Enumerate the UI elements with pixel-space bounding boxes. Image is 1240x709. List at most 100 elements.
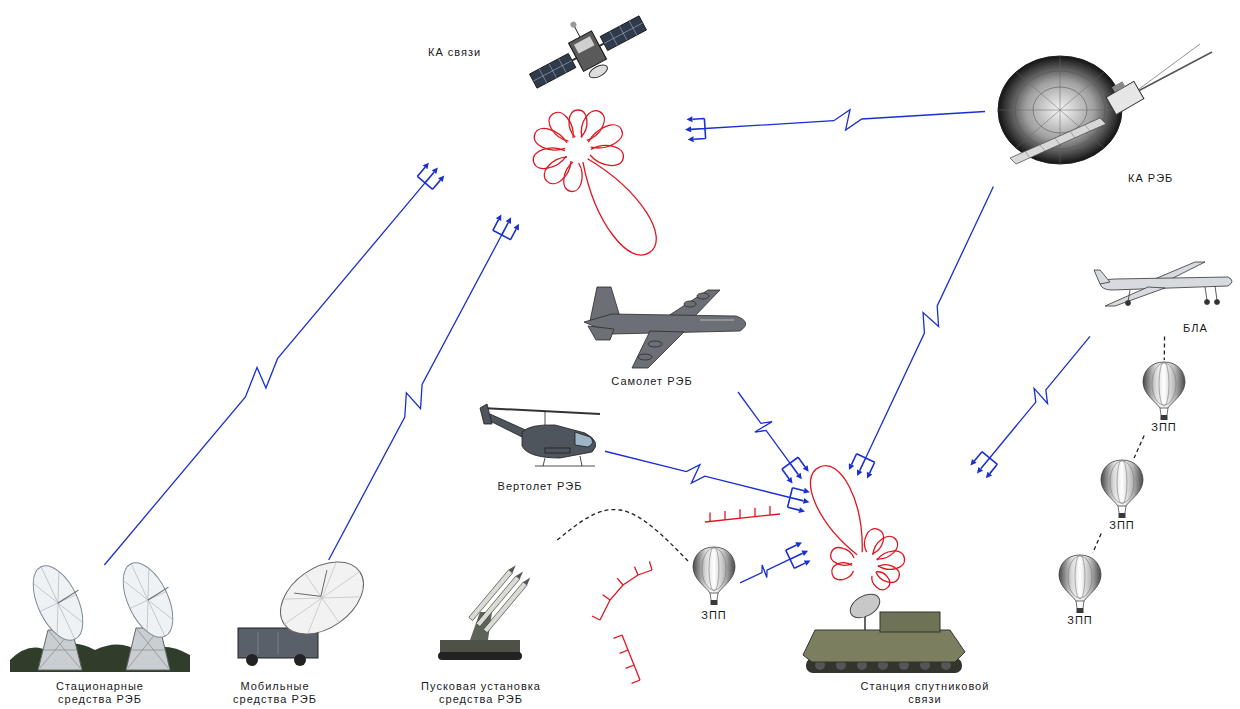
spill-lobes [592,506,780,683]
radiation-pattern [531,107,906,593]
ew-aircraft [632,331,684,368]
uav [1105,287,1165,306]
comm-satellite [587,62,609,80]
stationary-ew-node: Стационарные средства РЭБ [5,565,195,707]
radiation-lobe [569,149,667,264]
uav [1215,300,1220,305]
tether-line [1093,534,1101,554]
uav [1126,301,1131,306]
ew-aircraft [700,320,734,321]
node-label: КА связи [428,46,481,59]
ew-satellite [998,56,1122,164]
spill-lobes [614,635,640,683]
radiation-lobe [876,549,906,571]
node-label: Вертолет РЭБ [480,480,600,493]
ew-aircraft [584,287,746,368]
mobile-ew-station [294,570,337,608]
ew-satellite [1112,81,1125,92]
ew-satellite [1010,118,1106,164]
comm-satellite [530,16,647,88]
mobile-ew-station [267,547,377,649]
ew-helicopter [480,404,600,466]
mobile-ew-station [238,547,377,666]
stationary-ew-antennas [10,554,190,672]
jamming-link [605,451,790,497]
ew-helicopter [535,456,595,466]
node-label: ЗПП [1056,614,1104,627]
ew-satellite [998,56,1122,164]
balloon-node: ЗПП [1140,360,1190,436]
radiation-pattern [531,107,666,264]
balloon-node: ЗПП [1056,553,1106,629]
node-label: Станция спутниковой связи [850,680,1000,705]
radiation-lobe [802,459,877,561]
ew-satellite [1103,76,1144,115]
stationary-ew-antennas [113,555,183,644]
ew-launcher [509,564,518,573]
satcom-vehicle [803,630,965,662]
spill-lobes [600,570,652,620]
stationary-ew-antennas [113,554,187,645]
ew-satellite [1106,81,1144,114]
satcom-vehicle [880,612,940,632]
jamming-link [705,110,985,130]
ew-helicopter [575,432,593,447]
radiation-lobe [569,110,587,137]
comm-satellite [569,21,577,29]
satcom-vehicle [803,589,965,673]
tether-line [1164,337,1166,361]
node-label: Самолет РЭБ [587,375,717,388]
balloon [693,547,735,605]
mobile-ew-station [294,654,306,666]
jamming-link [990,336,1090,458]
spill-lobes [710,506,770,521]
ew-aircraft [697,293,709,299]
ew-satellite [1135,44,1200,92]
stationary-ew-antennas [23,557,97,648]
ew-satellite [1025,125,1090,158]
stationary-ew-antennas [57,590,80,603]
radiation-lobe [562,161,585,193]
radiation-lobe [589,143,625,168]
radiation-lobe [874,562,902,586]
ew-launcher [469,564,532,633]
comm-satellite [574,36,595,53]
balloon-node: ЗПП [1098,458,1148,534]
mobile-ew-station [267,547,377,649]
radiation-lobe [545,108,579,145]
node-label: Пусковая установка средства РЭБ [401,680,561,705]
radiation-pattern [802,459,906,593]
ew-launcher [438,652,522,660]
balloon-node: ЗПП [688,545,740,625]
launcher-node: Пусковая установка средства РЭБ [398,540,565,707]
ew-helicopter [545,448,570,453]
radiation-lobe [869,532,901,563]
ew-helicopter [480,404,492,424]
tether-line [1134,436,1144,459]
mobile-ew-station [246,654,258,666]
ew-helicopter [522,425,596,458]
node-label: ЗПП [690,609,738,622]
tether-line [557,510,688,561]
jamming-link [740,559,790,583]
jamming-link [104,183,425,565]
ew-aircraft [588,326,614,340]
satcom-vehicle [846,589,884,622]
uav [1205,300,1210,305]
ew-launcher [440,640,520,654]
node-label: БЛА [1183,322,1208,335]
node-label: ЗПП [1140,421,1188,434]
uav [1094,262,1232,306]
radiation-lobe [540,152,576,188]
ew-satellite-node: КА РЭБ [985,45,1220,187]
radiation-lobe [830,560,855,581]
radiation-lobe [576,107,608,144]
balloon [1143,362,1185,420]
ew-launcher [483,582,527,633]
node-label: Мобильные средства РЭБ [220,680,330,705]
comm-satellite-node: КА связи [425,10,705,235]
ew-helicopter-node: Вертолет РЭБ [475,398,605,495]
